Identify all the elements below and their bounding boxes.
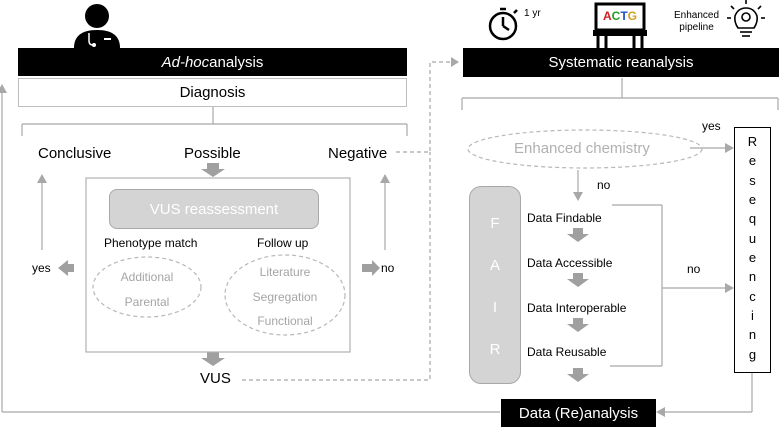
yes-left-arrow	[58, 260, 74, 276]
negative-dashed-connector	[396, 61, 458, 153]
follow-item-functional: Functional	[257, 314, 313, 328]
follow-up-label: Follow up	[257, 236, 309, 250]
resequencing-letter: c	[749, 288, 756, 304]
follow-item-literature: Literature	[259, 265, 311, 279]
resequencing-letter: e	[748, 153, 757, 169]
adhoc-banner-rest: analysis	[209, 53, 264, 71]
vus-frame	[85, 177, 351, 353]
no-arrowhead	[380, 174, 390, 183]
resequencing-letter: n	[748, 269, 757, 285]
phenotype-match-label: Phenotype match	[104, 236, 198, 250]
vus-reassessment-box: VUS reassessment	[109, 189, 319, 229]
resequencing-letter: e	[748, 192, 757, 207]
reanalysis-box: Data (Re)analysis	[501, 399, 656, 427]
negative-arrowhead	[451, 57, 459, 67]
base-g: G	[627, 9, 638, 23]
resequencing-letter: g	[748, 346, 757, 362]
resequencing-letter: q	[748, 211, 757, 227]
fair-column: F A I R	[469, 186, 521, 384]
base-c: C	[611, 9, 621, 23]
fair-letter-f: F	[490, 215, 500, 232]
no-right-arrow	[362, 260, 380, 276]
resequencing-letter: n	[748, 327, 757, 343]
vus-reassessment-label: VUS reassessment	[149, 200, 279, 218]
follow-up-oval	[224, 254, 346, 336]
conclusive-label: Conclusive	[38, 145, 112, 162]
fair-letter-i: I	[492, 299, 498, 316]
yes-label-right: yes	[702, 119, 721, 133]
possible-down-arrow	[201, 163, 225, 177]
stopwatch-icon	[488, 7, 518, 41]
resequencing-letter: i	[751, 308, 754, 323]
resequencing-letter: u	[748, 230, 757, 246]
lightbulb-gear-icon	[727, 0, 765, 37]
resequencing-letter: s	[749, 172, 756, 188]
no-label-left: no	[381, 261, 395, 275]
yes-label-left: yes	[32, 261, 51, 275]
diagnosis-label: Diagnosis	[179, 84, 246, 101]
resequencing-letter: R	[747, 134, 758, 149]
interval-label: 1 yr	[524, 8, 541, 19]
sequencer-text: ACTG	[600, 9, 640, 23]
no-label-chemistry: no	[597, 178, 611, 192]
yes-arrowhead	[37, 174, 47, 183]
pipeline-label: Enhanced pipeline	[674, 10, 720, 33]
doctor-icon	[74, 4, 120, 48]
follow-item-segregation: Segregation	[252, 290, 318, 304]
phenotype-item-parental: Parental	[124, 295, 170, 309]
phenotype-oval	[92, 256, 202, 318]
systematic-banner-label: Systematic reanalysis	[548, 54, 694, 71]
fair-letter-r: R	[489, 341, 501, 358]
base-a: A	[602, 9, 612, 23]
no-label-fair: no	[687, 262, 701, 276]
phenotype-item-additional: Additional	[120, 270, 174, 284]
fair-letter-a: A	[489, 257, 500, 274]
vus-label: VUS	[200, 370, 231, 387]
resequencing-letter: e	[748, 250, 757, 265]
diagnosis-box: Diagnosis	[18, 78, 407, 107]
base-t: T	[620, 9, 628, 23]
fair-step-reusable: Data Reusable	[527, 345, 607, 359]
fair-step-accessible: Data Accessible	[527, 256, 613, 270]
vus-down-arrow	[201, 352, 225, 366]
fair-step-interoperable: Data Interoperable	[527, 301, 627, 315]
adhoc-banner-italic: Ad-hoc	[161, 53, 210, 71]
reanalysis-label: Data (Re)analysis	[518, 404, 639, 422]
reanalysis-arrowhead	[656, 407, 665, 417]
vus-dashed-connector	[242, 152, 431, 381]
chemistry-oval	[467, 129, 703, 169]
enhanced-chemistry-label: Enhanced chemistry	[514, 140, 650, 157]
possible-label: Possible	[184, 145, 241, 162]
sequencer-icon	[593, 2, 647, 48]
fair-step-findable: Data Findable	[527, 211, 602, 225]
negative-label: Negative	[328, 145, 388, 162]
systematic-banner: Systematic reanalysis	[463, 48, 779, 77]
adhoc-banner: Ad-hoc analysis	[18, 48, 407, 76]
